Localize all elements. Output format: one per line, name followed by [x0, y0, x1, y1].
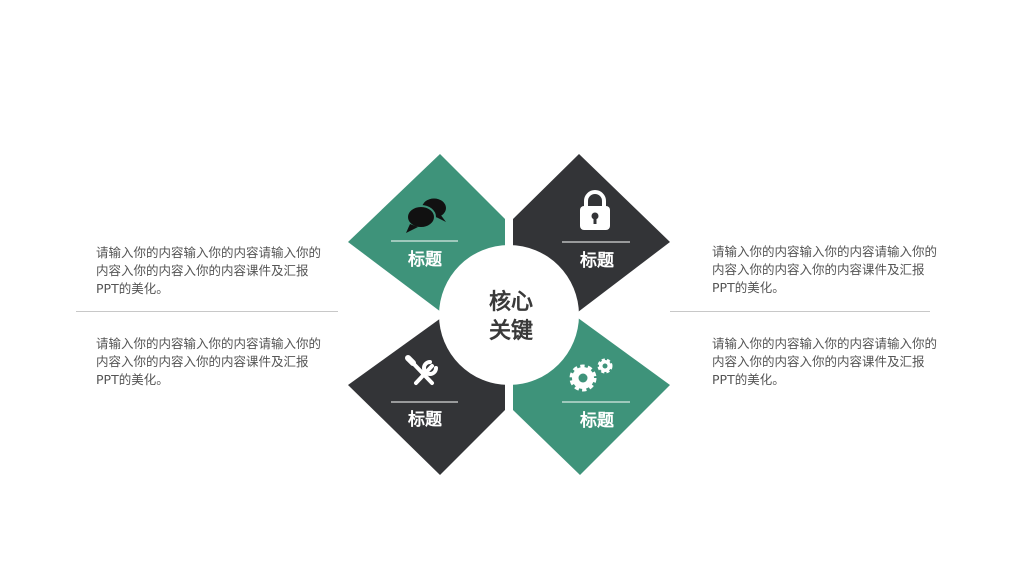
petal-title: 标题: [580, 250, 615, 271]
center-circle: [439, 245, 579, 385]
center-line-1: 核心: [489, 289, 533, 315]
petal-title: 标题: [408, 249, 443, 270]
tools-icon: [405, 355, 438, 385]
text-block-bottom-right: 请输入你的内容输入你的内容请输入你的内容入你的内容入你的内容课件及汇报PPT的美…: [712, 336, 938, 387]
center-core[interactable]: 核心 关键: [439, 245, 579, 385]
divider-right: [670, 311, 930, 312]
text-block-top-right: 请输入你的内容输入你的内容请输入你的内容入你的内容入你的内容课件及汇报PPT的美…: [712, 244, 938, 295]
speech-bubbles-icon: [406, 198, 446, 233]
text-block-top-left: 请输入你的内容输入你的内容请输入你的内容入你的内容入你的内容课件及汇报PPT的美…: [96, 245, 322, 296]
gears-icon: [569, 358, 613, 392]
center-line-2: 关键: [489, 318, 533, 344]
petal-title: 标题: [580, 410, 615, 431]
divider-left: [76, 311, 338, 312]
text-block-bottom-left: 请输入你的内容输入你的内容请输入你的内容入你的内容入你的内容课件及汇报PPT的美…: [96, 336, 322, 387]
petal-title: 标题: [408, 409, 443, 430]
lock-icon: [580, 190, 610, 230]
